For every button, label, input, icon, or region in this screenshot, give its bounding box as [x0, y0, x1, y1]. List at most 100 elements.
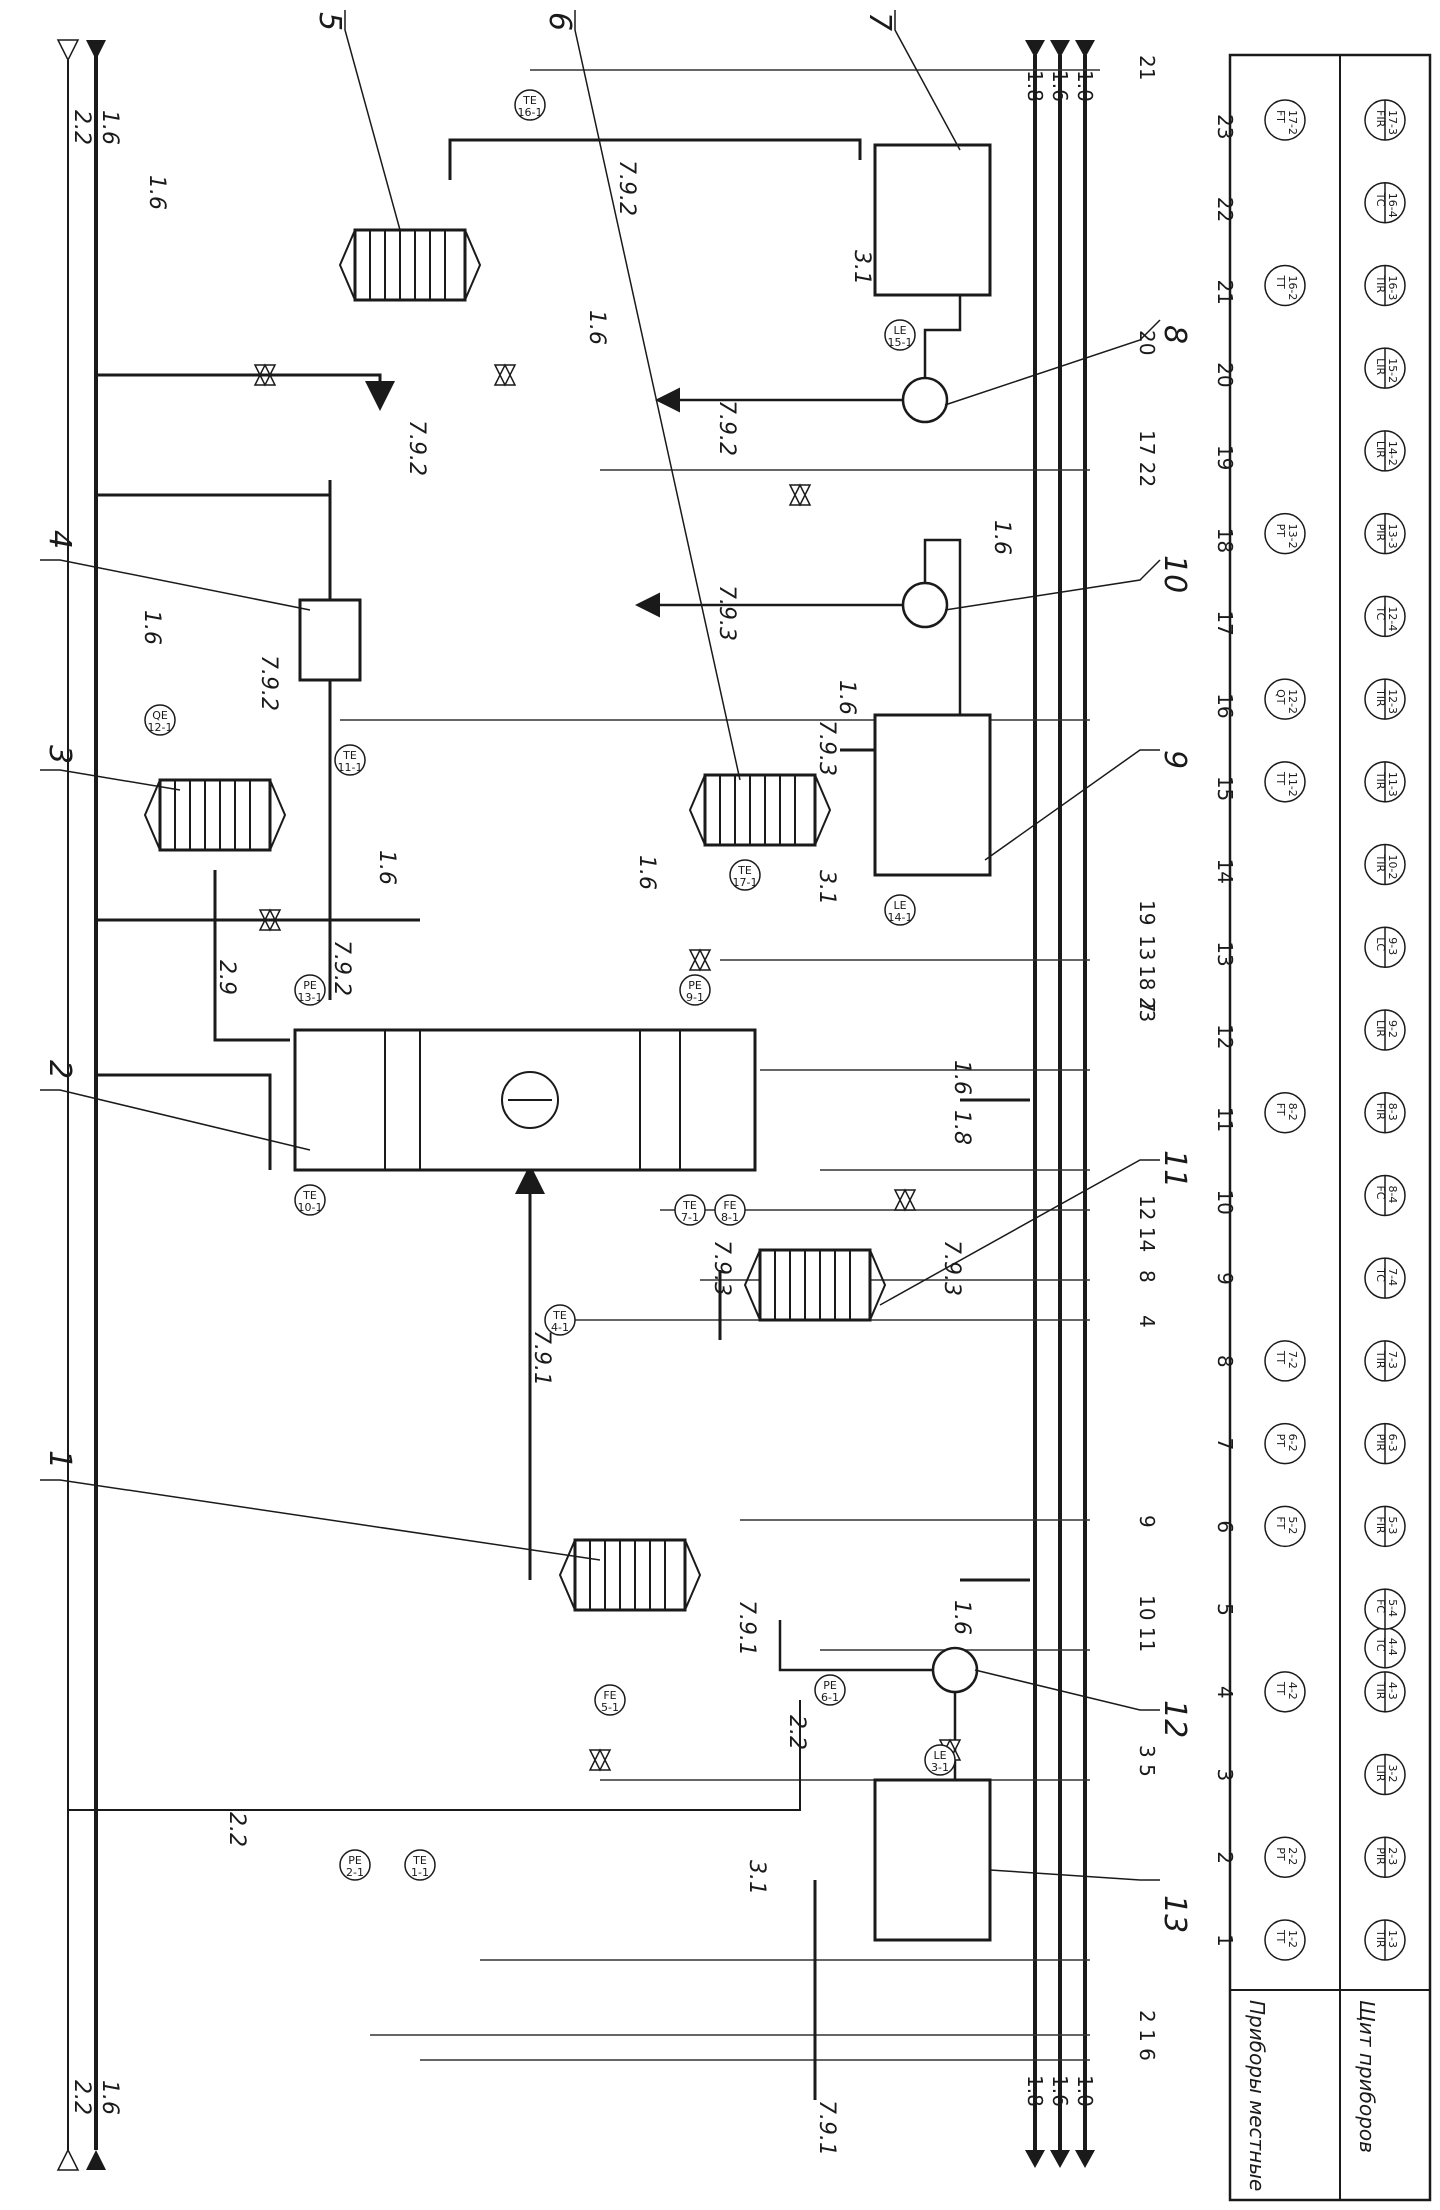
pipe-label-16-e: 1.6 — [634, 855, 659, 890]
pipe-label-16-h: 1.6 — [949, 1060, 974, 1095]
pump-8 — [901, 376, 949, 424]
label-top-16: 1.6 — [97, 110, 122, 145]
svg-text:FIR: FIR — [1374, 1516, 1387, 1534]
pipe-label-31-c: 3.1 — [744, 1860, 769, 1895]
pipe-label-16-d: 1.6 — [374, 850, 399, 885]
svg-text:TC: TC — [1374, 192, 1387, 207]
svg-text:20: 20 — [1135, 330, 1159, 355]
instrument-pe-9-1: PE9-1 — [679, 974, 711, 1006]
instrument-le-3-1: LE3-1 — [924, 1744, 956, 1776]
pipe-label-791-c: 7.9.1 — [814, 2100, 839, 2156]
svg-text:QE: QE — [152, 709, 168, 722]
table-column-number: 13 — [1213, 941, 1237, 966]
svg-text:PE: PE — [303, 979, 317, 992]
instrument-te-1-1: TE1-1 — [404, 1849, 436, 1881]
pipe-label-793-d: 7.9.3 — [939, 1240, 964, 1296]
separator-4 — [298, 598, 362, 682]
svg-text:TIR: TIR — [1374, 688, 1387, 707]
svg-text:LE: LE — [893, 324, 906, 337]
svg-text:TC: TC — [1374, 605, 1387, 620]
table-column-number: 23 — [1213, 114, 1237, 139]
svg-text:11-2: 11-2 — [1286, 772, 1299, 797]
svg-text:TE: TE — [522, 94, 537, 107]
svg-text:16-4: 16-4 — [1386, 193, 1399, 218]
svg-text:14-2: 14-2 — [1386, 441, 1399, 466]
svg-text:TT: TT — [1274, 1350, 1287, 1365]
table-header-local: Приборы местные — [1245, 2000, 1269, 2191]
table-column-number: 3 — [1213, 1769, 1237, 1782]
svg-text:LC: LC — [1374, 937, 1387, 951]
svg-text:8: 8 — [1135, 1270, 1159, 1283]
svg-text:8-3: 8-3 — [1386, 1103, 1399, 1121]
svg-text:FIR: FIR — [1374, 1103, 1387, 1121]
label-bus-18-top: 1.8 — [1023, 70, 1047, 102]
tank-13 — [873, 1778, 992, 1942]
label-bus-18-bottom: 1.8 — [1023, 2075, 1047, 2107]
svg-text:17-3: 17-3 — [1386, 110, 1399, 135]
field-instruments: PE2-1 TE1-1 LE3-1 FE5-1 PE6-1 TE4-1 TE7-… — [144, 89, 956, 1881]
pipe-label-22-a: 2.2 — [224, 1812, 249, 1847]
svg-text:10-1: 10-1 — [298, 1201, 323, 1214]
equipment-label-10: 10 — [1157, 555, 1192, 593]
svg-text:PIR: PIR — [1374, 524, 1387, 542]
svg-text:5-1: 5-1 — [601, 1701, 619, 1714]
svg-text:12-3: 12-3 — [1386, 689, 1399, 714]
table-column-number: 21 — [1213, 279, 1237, 304]
svg-text:TE: TE — [412, 1854, 427, 1867]
leader-lines — [40, 10, 1161, 1881]
svg-text:TE: TE — [552, 1309, 567, 1322]
svg-text:PT: PT — [1274, 524, 1287, 538]
pipe-label-16-f: 1.6 — [834, 680, 859, 715]
svg-text:TIR: TIR — [1374, 1929, 1387, 1948]
svg-text:17 22: 17 22 — [1135, 430, 1159, 487]
svg-text:15-2: 15-2 — [1386, 358, 1399, 383]
svg-text:PE: PE — [823, 1679, 837, 1692]
svg-text:TT: TT — [1274, 274, 1287, 289]
table-column-number: 16 — [1213, 693, 1237, 718]
svg-text:17-2: 17-2 — [1286, 110, 1299, 135]
svg-text:TC: TC — [1374, 1637, 1387, 1652]
svg-text:9-3: 9-3 — [1386, 937, 1399, 955]
svg-text:PIR: PIR — [1374, 1434, 1387, 1452]
tank-7 — [873, 143, 992, 297]
svg-text:8-4: 8-4 — [1386, 1185, 1399, 1203]
svg-text:9-2: 9-2 — [1386, 1020, 1399, 1038]
equipment-label-1: 1 — [42, 1450, 77, 1469]
table-column-number: 8 — [1213, 1355, 1237, 1368]
pump-pipes — [635, 295, 962, 1780]
equipment-label-7: 7 — [862, 12, 897, 31]
equipment-label-13: 13 — [1157, 1895, 1192, 1933]
svg-text:4-3: 4-3 — [1386, 1682, 1399, 1700]
svg-text:QT: QT — [1274, 689, 1287, 705]
svg-text:TC: TC — [1374, 1267, 1387, 1282]
svg-text:18 23: 18 23 — [1135, 965, 1159, 1022]
table-column-number: 17 — [1213, 610, 1237, 635]
svg-text:TIR: TIR — [1374, 1681, 1387, 1700]
pipe-label-793-a: 7.9.3 — [714, 585, 739, 641]
label-bus-10-bottom: 1.0 — [1073, 2075, 1097, 2107]
equipment-label-4: 4 — [42, 530, 77, 549]
svg-text:4: 4 — [1135, 1315, 1159, 1328]
svg-text:LIR: LIR — [1374, 441, 1387, 458]
table-column-number: 19 — [1213, 445, 1237, 470]
svg-text:2-1: 2-1 — [346, 1866, 364, 1879]
svg-text:7-2: 7-2 — [1286, 1351, 1299, 1369]
